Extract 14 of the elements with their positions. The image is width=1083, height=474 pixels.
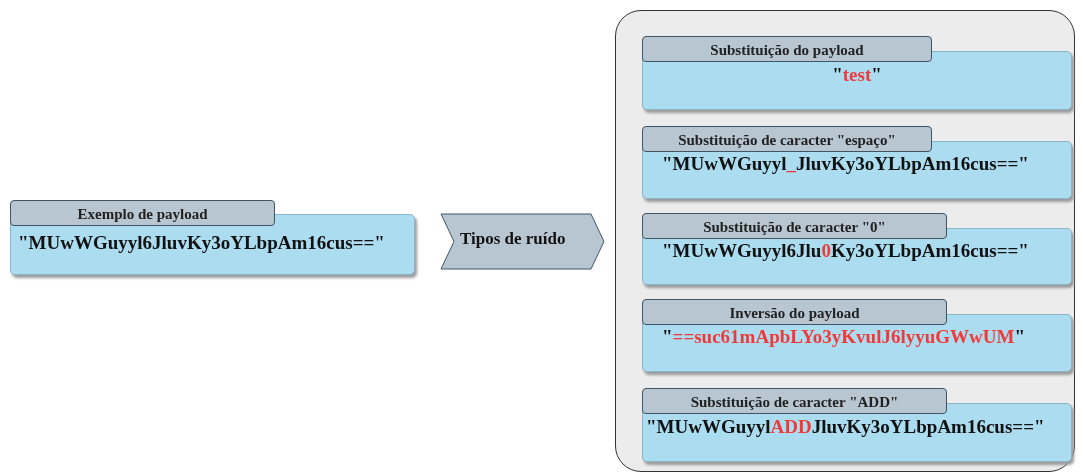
- group-panel: [615, 10, 1075, 472]
- heading-tab: Substituição de caracter "ADD": [642, 388, 947, 414]
- heading-tab: Exemplo de payload: [10, 200, 275, 226]
- payload-text: "==suc61mApbLYo3yKvulJ6lyyuGWwUM": [662, 326, 1026, 348]
- payload-text: "MUwWGuyylADDJluvKy3oYLbpAm16cus==": [646, 416, 1045, 438]
- heading-tab: Substituição de caracter "0": [642, 213, 947, 239]
- heading-tab: Substituição do payload: [642, 36, 932, 62]
- payload-text: "test": [831, 64, 883, 86]
- step-label: Tipos de ruído: [460, 229, 566, 249]
- payload-text: "MUwWGuyyl_JluvKy3oYLbpAm16cus==": [662, 153, 1029, 175]
- heading-tab: Substituição de caracter "espaço": [642, 126, 932, 152]
- payload-text: "MUwWGuyyl6JluvKy3oYLbpAm16cus==": [18, 232, 385, 254]
- payload-text: "MUwWGuyyl6Jlu0Ky3oYLbpAm16cus==": [662, 240, 1029, 262]
- heading-tab: Inversão do payload: [642, 299, 947, 325]
